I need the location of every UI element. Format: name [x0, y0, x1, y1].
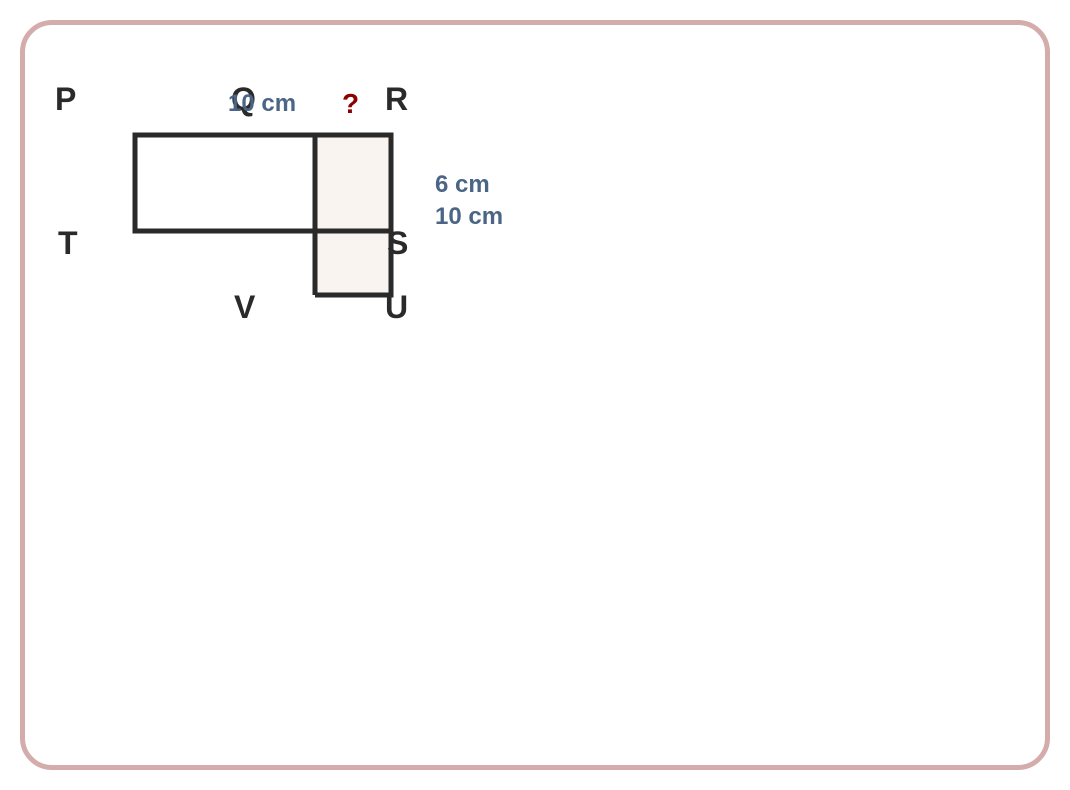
figure-frame	[20, 20, 1050, 770]
rectangle-pqrs	[132, 132, 394, 234]
vertex-label-u: U	[385, 289, 408, 325]
shaded-region	[315, 135, 391, 295]
lower-extension	[315, 231, 394, 298]
vertex-label-t: T	[58, 225, 78, 261]
vertex-label-q: Q	[231, 81, 256, 117]
vertex-label-s: S	[387, 225, 408, 261]
vertex-label-v: V	[234, 289, 256, 325]
vertex-label-r: R	[385, 81, 408, 117]
unknown-width-marker: ?	[342, 88, 359, 119]
dimension-top-length: 10 cm	[228, 90, 296, 117]
dimension-side-height: 6 cm	[435, 171, 490, 198]
vertex-label-p: P	[55, 81, 76, 117]
dimension-side-total: 10 cm	[435, 203, 503, 230]
